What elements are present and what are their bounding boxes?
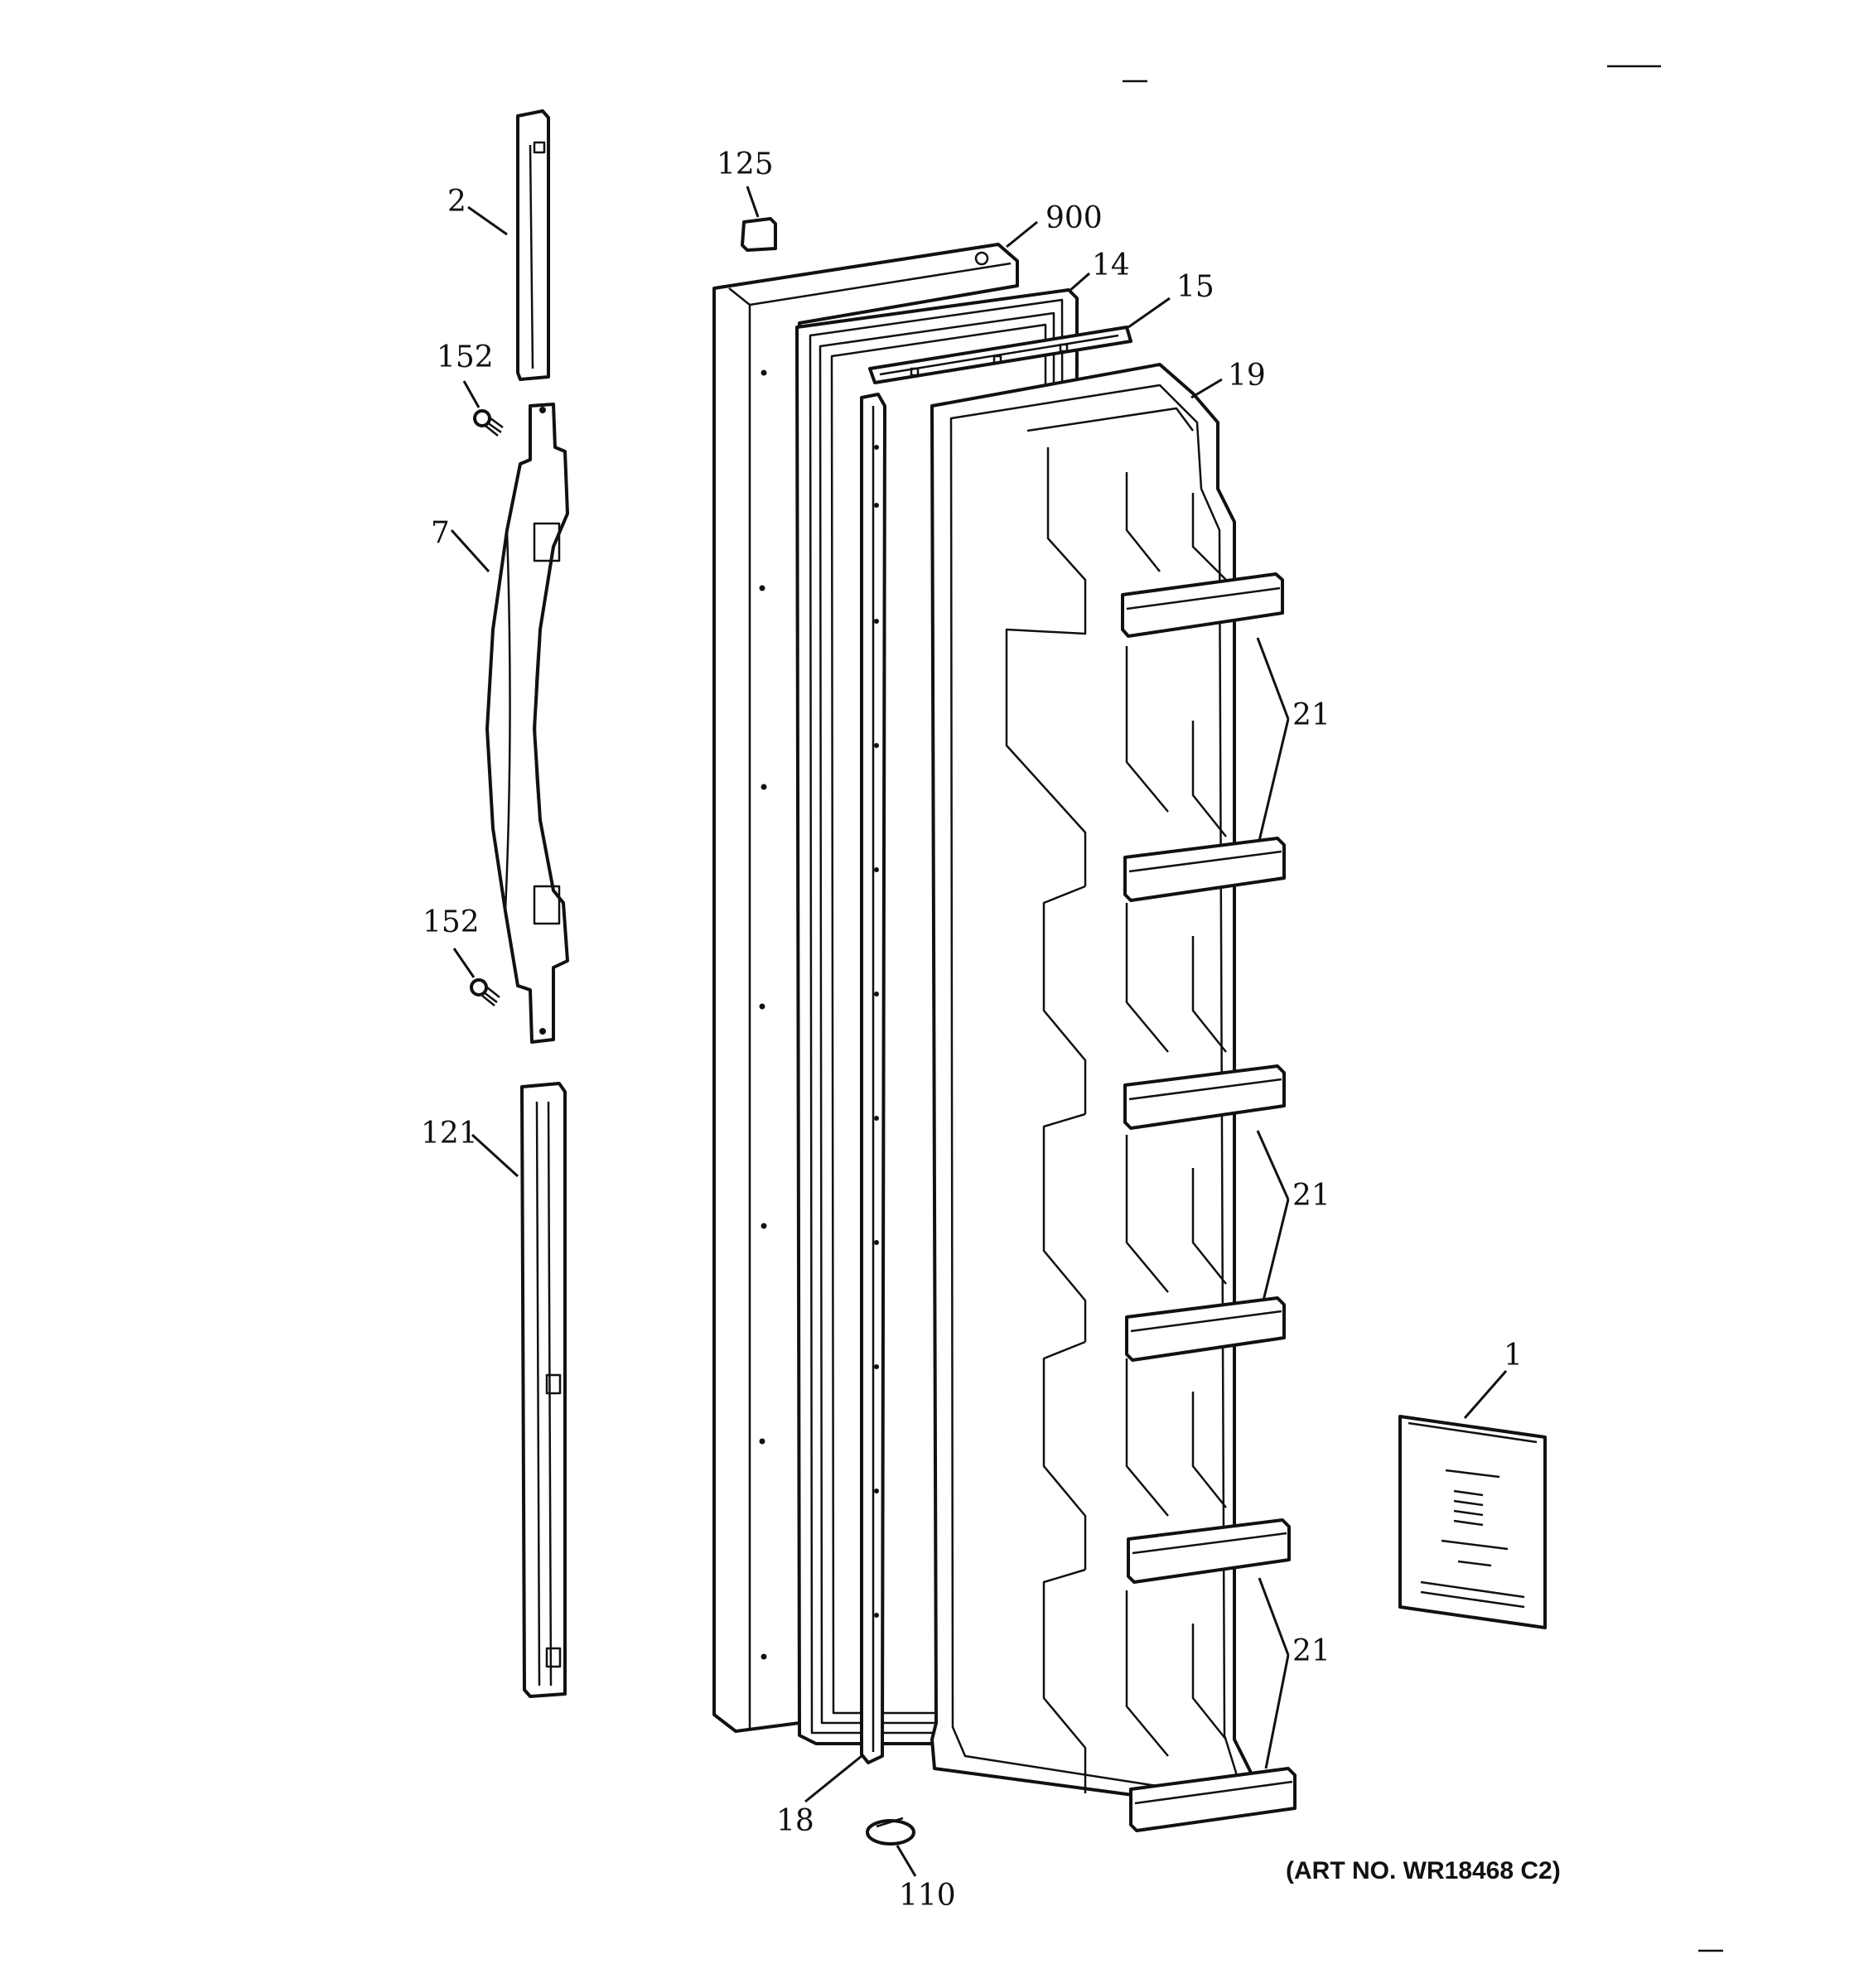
handle-trim-bottom-part [520,1082,567,1698]
plug-part [741,217,777,252]
label-strip-18: 18 [776,1804,814,1838]
label-door-liner: 19 [1228,359,1266,393]
shelf-bar [1127,1518,1291,1584]
handle-part [485,403,569,1044]
door-outer-part [712,243,1019,1733]
label-handle: 7 [431,516,450,550]
shelf-bar [1121,572,1284,638]
label-screw-lower: 152 [423,905,480,939]
door-liner-part [930,363,1253,1816]
leader-lines [450,186,1508,1877]
manual-booklet-part [1398,1415,1547,1629]
shelf-bars-part [1121,572,1297,1832]
door-outer-holes [759,369,767,1660]
label-shelf-group-3: 21 [1292,1634,1330,1668]
screw-lower-part [470,978,500,1006]
shelf-bar [1129,1767,1297,1832]
shelf-bar [1123,1064,1286,1130]
label-shelf-group-2: 21 [1292,1179,1330,1213]
label-manual: 1 [1504,1339,1523,1373]
label-plug: 125 [717,147,774,181]
shelf-bar [1125,1296,1286,1362]
side-strip-part [860,393,886,1764]
label-shelf-group-1: 21 [1292,698,1330,732]
handle-trim-top-part [516,109,550,381]
label-door-outer: 900 [1045,201,1103,235]
label-cam-110: 110 [899,1879,956,1913]
part-labels: 2 152 7 152 121 125 900 14 15 19 21 21 2… [421,147,1561,1913]
shelf-bar [1123,837,1286,902]
label-trim-top: 2 [447,185,466,219]
screw-upper-part [473,409,504,437]
label-trim-bottom: 121 [421,1117,478,1151]
label-breaker-strip: 15 [1176,270,1214,304]
cam-part [866,1817,915,1846]
art-number: (ART NO. WR18468 C2) [1286,1857,1561,1884]
label-gasket: 14 [1092,248,1130,282]
breaker-strip-part [868,326,1132,384]
label-screw-upper: 152 [437,340,494,374]
